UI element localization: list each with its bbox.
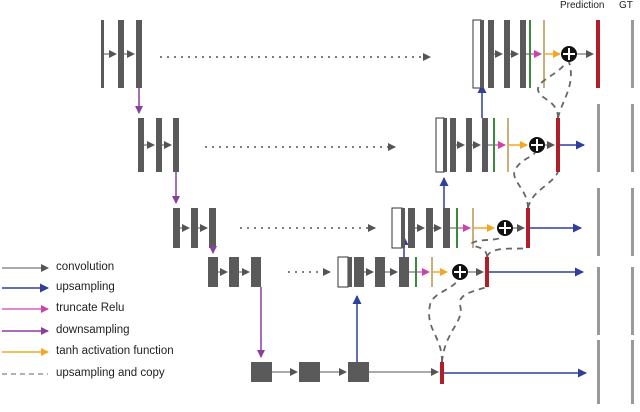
upsample-copy-2 — [513, 152, 536, 209]
bottleneck — [251, 362, 444, 384]
output-bar-3 — [526, 208, 530, 248]
decoder-level-1 — [472, 19, 561, 89]
encoder-level-2 — [138, 118, 179, 172]
upsample-copy-4 — [428, 279, 459, 363]
legend-label-truncate-relu: truncate Relu — [56, 302, 125, 314]
output-bar-4 — [485, 257, 489, 287]
encoder-level-4 — [208, 257, 261, 287]
legend-swatches — [2, 264, 49, 375]
encoder-level-3 — [173, 208, 216, 248]
merge-1-plus-circle-icon — [561, 46, 577, 62]
legend-label-downsampling: downsampling — [56, 324, 130, 336]
merge-2-plus-circle-icon — [529, 137, 545, 153]
decoder-level-3 — [391, 207, 495, 249]
gt-column — [631, 20, 634, 404]
merge-4-plus-circle-icon — [452, 264, 468, 280]
merge-3-plus-circle-icon — [497, 220, 513, 236]
legend-label-convolution: convolution — [56, 261, 115, 273]
decoder-level-2 — [435, 117, 528, 173]
encoder-level-1 — [101, 20, 142, 88]
prediction-header: Prediction — [560, 0, 605, 11]
upsample-copy-3 — [471, 235, 504, 258]
output-bar-2 — [556, 118, 560, 172]
upsample-copy-1 — [537, 61, 567, 119]
gt-header: GT — [619, 0, 633, 11]
decoder-level-4 — [337, 256, 448, 288]
legend-label-tanh: tanh activation function — [56, 345, 174, 357]
legend-label-upsampling-copy: upsampling and copy — [56, 367, 165, 379]
prediction-column — [596, 20, 600, 404]
legend-label-upsampling: upsampling — [56, 281, 115, 293]
